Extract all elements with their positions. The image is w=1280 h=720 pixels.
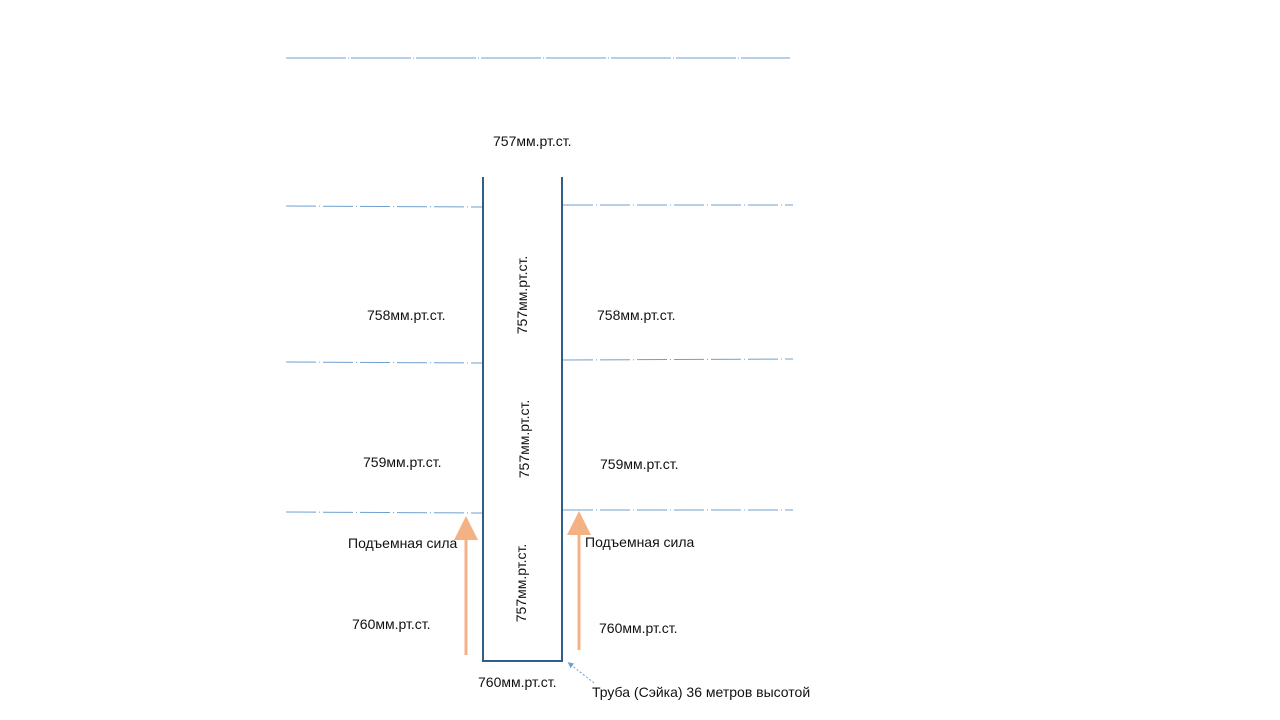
- tube-caption: Труба (Сэйка) 36 метров высотой: [592, 684, 811, 700]
- right-level-label-3: 760мм.рт.ст.: [599, 620, 678, 636]
- bottom-pressure-label: 760мм.рт.ст.: [478, 674, 557, 690]
- level-line-left-3: [285, 511, 484, 514]
- left-level-label-3: 760мм.рт.ст.: [352, 616, 431, 632]
- tube-inside-label-2: 757мм.рт.ст.: [516, 399, 532, 479]
- tube-inside-label-1: 757мм.рт.ст.: [514, 255, 530, 335]
- top-pressure-label: 757мм.рт.ст.: [493, 133, 572, 149]
- level-line-right-2: [562, 358, 794, 361]
- right-level-label-1: 758мм.рт.ст.: [597, 307, 676, 323]
- level-line-left-1: [285, 205, 484, 208]
- tube-outline: [482, 177, 563, 662]
- left-lift-label: Подъемная сила: [348, 535, 458, 551]
- caption-pointer: [567, 662, 595, 684]
- level-line-left-2: [285, 361, 484, 364]
- left-level-label-2: 759мм.рт.ст.: [363, 454, 442, 470]
- tube-inside-label-3: 757мм.рт.ст.: [513, 543, 529, 623]
- left-level-label-1: 758мм.рт.ст.: [367, 307, 446, 323]
- right-lift-label: Подъемная сила: [585, 534, 695, 550]
- right-level-label-2: 759мм.рт.ст.: [600, 456, 679, 472]
